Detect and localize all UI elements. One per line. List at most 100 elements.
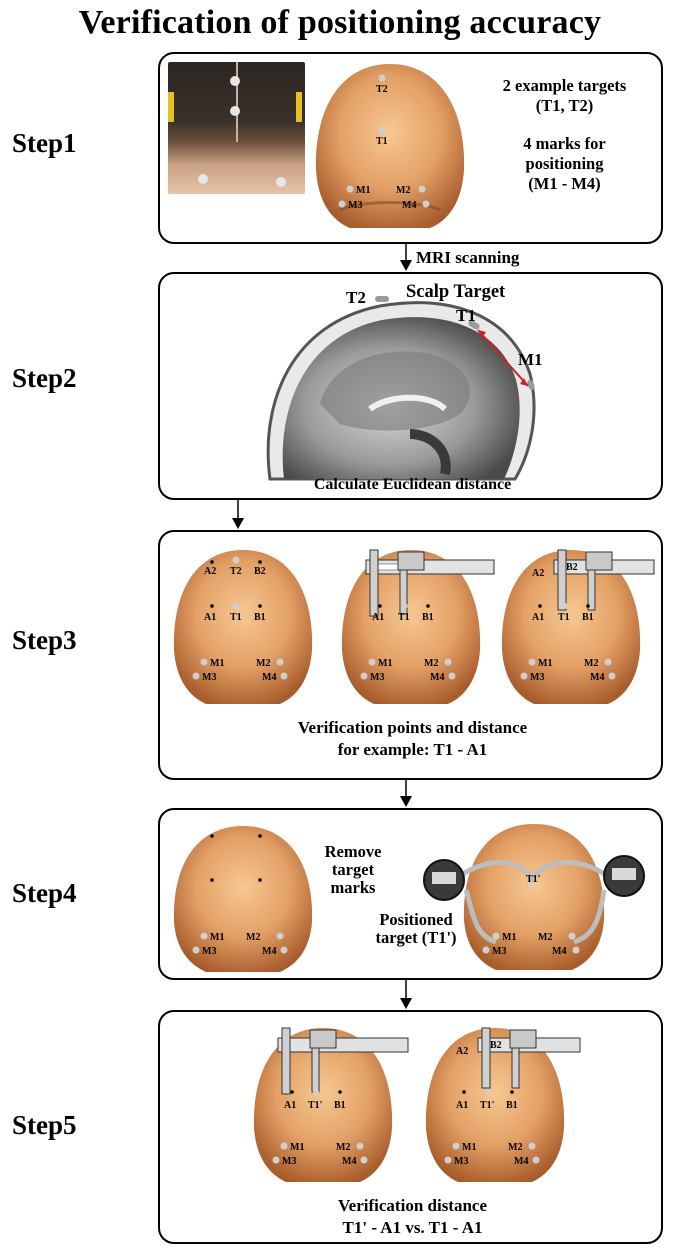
head-label: M1 xyxy=(356,185,370,196)
step1-text: (T1, T2) xyxy=(482,96,647,116)
head-label: M3 xyxy=(348,200,362,211)
remove-marks-text: target xyxy=(308,860,398,880)
head-label: M2 xyxy=(538,932,552,943)
dial-indicator-icon xyxy=(604,856,644,896)
head-model-step5-a: A1 T1' B1 M1 M2 M3 M4 xyxy=(248,1024,410,1189)
remove-marks-text: marks xyxy=(308,878,398,898)
step1-label: Step1 xyxy=(12,128,77,159)
head-label: B2 xyxy=(490,1040,502,1051)
marker-label-t2: T2 xyxy=(346,288,366,308)
mri-sagittal-image xyxy=(260,284,560,479)
head-model-step1: T2 T1 M1 M2 M3 M4 xyxy=(310,60,470,235)
head-label: M4 xyxy=(262,672,276,683)
scalp-photo xyxy=(168,62,305,194)
head-label: M4 xyxy=(430,672,444,683)
head-label: M1 xyxy=(290,1142,304,1153)
step2-label: Step2 xyxy=(12,363,77,394)
head-label: M3 xyxy=(202,672,216,683)
head-label: M3 xyxy=(370,672,384,683)
head-label: M3 xyxy=(282,1156,296,1167)
marker-label-m1: M1 xyxy=(518,350,543,370)
step1-text: positioning xyxy=(482,154,647,174)
head-label: M2 xyxy=(396,185,410,196)
arrow-down xyxy=(399,780,413,808)
head-label: M3 xyxy=(492,946,506,957)
head-label: T1 xyxy=(230,612,242,623)
head-model-step3-c: A2 B2 A1 T1 B1 M1 M2 M3 M4 xyxy=(496,546,656,711)
step5-panel: A1 T1' B1 M1 M2 M3 M4 A2 B2 A1 T1' B1 M1… xyxy=(158,1010,663,1244)
head-label: M3 xyxy=(202,946,216,957)
positioning-device-head: T1' M1 M2 M3 M4 xyxy=(414,818,654,978)
head-label: B2 xyxy=(566,562,578,573)
head-label: M2 xyxy=(508,1142,522,1153)
head-model-step3-b: A1 T1 B1 M1 M2 M3 M4 xyxy=(336,546,496,711)
head-label: M2 xyxy=(584,658,598,669)
arrow-down xyxy=(399,244,413,272)
arrow-down xyxy=(399,980,413,1010)
head-label: M1 xyxy=(210,658,224,669)
head-label: T1' xyxy=(308,1100,323,1111)
step2-caption: Calculate Euclidean distance xyxy=(160,476,665,494)
mri-scanning-label: MRI scanning xyxy=(416,248,519,268)
head-label: M1 xyxy=(538,658,552,669)
marker-label-t1: T1 xyxy=(456,306,476,326)
step3-caption: for example: T1 - A1 xyxy=(160,740,665,760)
head-label: M1 xyxy=(502,932,516,943)
head-label: B2 xyxy=(254,566,266,577)
head-label: A1 xyxy=(372,612,384,623)
step1-text: 4 marks for xyxy=(482,134,647,154)
marker-dot xyxy=(198,174,208,184)
head-label: M4 xyxy=(590,672,604,683)
head-model-step5-b: A2 B2 A1 T1' B1 M1 M2 M3 M4 xyxy=(420,1024,582,1189)
head-label: T1 xyxy=(558,612,570,623)
figure-title: Verification of positioning accuracy xyxy=(0,4,680,42)
marker-dot xyxy=(230,76,240,86)
head-label: A2 xyxy=(532,568,544,579)
step1-text: (M1 - M4) xyxy=(482,174,647,194)
head-label: M4 xyxy=(342,1156,356,1167)
head-label: M2 xyxy=(256,658,270,669)
head-label: T1' xyxy=(480,1100,495,1111)
head-label: M1 xyxy=(378,658,392,669)
head-label: M2 xyxy=(336,1142,350,1153)
head-label: M4 xyxy=(552,946,566,957)
step3-panel: A2 T2 B2 A1 T1 B1 M1 M2 M3 M4 A1 T1 B1 M… xyxy=(158,530,663,780)
step3-label: Step3 xyxy=(12,625,77,656)
head-model-step3-a: A2 T2 B2 A1 T1 B1 M1 M2 M3 M4 xyxy=(168,546,318,711)
head-label: T1 xyxy=(398,612,410,623)
head-label: B1 xyxy=(422,612,434,623)
step2-header: Scalp Target xyxy=(406,282,505,303)
marker-dot xyxy=(230,106,240,116)
head-label: A1 xyxy=(284,1100,296,1111)
head-label: T1 xyxy=(376,136,388,147)
step3-caption: Verification points and distance xyxy=(160,718,665,738)
head-label: B1 xyxy=(334,1100,346,1111)
step1-panel: T2 T1 M1 M2 M3 M4 2 example targets (T1,… xyxy=(158,52,663,244)
dial-indicator-icon xyxy=(424,860,464,900)
head-label: M4 xyxy=(514,1156,528,1167)
head-label: T1' xyxy=(526,874,541,885)
head-label: M4 xyxy=(262,946,276,957)
head-label: B1 xyxy=(254,612,266,623)
head-label: M1 xyxy=(210,932,224,943)
positioned-target-text: target (T1') xyxy=(356,928,476,948)
step2-panel: Scalp Target T2 T1 M1 Calculate Euclidea… xyxy=(158,272,663,500)
head-label: M3 xyxy=(454,1156,468,1167)
head-model-step4-a: M1 M2 M3 M4 xyxy=(168,822,318,977)
remove-marks-text: Remove xyxy=(308,842,398,862)
head-label: A1 xyxy=(456,1100,468,1111)
head-label: B1 xyxy=(506,1100,518,1111)
step5-label: Step5 xyxy=(12,1110,77,1141)
head-label: M1 xyxy=(462,1142,476,1153)
step4-panel: M1 M2 M3 M4 Remove target marks T1' M1 M… xyxy=(158,808,663,980)
head-label: B1 xyxy=(582,612,594,623)
arrow-down xyxy=(231,500,245,530)
head-label: M3 xyxy=(530,672,544,683)
head-label: A2 xyxy=(456,1046,468,1057)
positioned-target-text: Positioned xyxy=(356,910,476,930)
head-label: M4 xyxy=(402,200,416,211)
marker-dot xyxy=(276,177,286,187)
step5-caption: Verification distance xyxy=(160,1196,665,1216)
head-label: T2 xyxy=(230,566,242,577)
step5-caption: T1' - A1 vs. T1 - A1 xyxy=(160,1218,665,1238)
